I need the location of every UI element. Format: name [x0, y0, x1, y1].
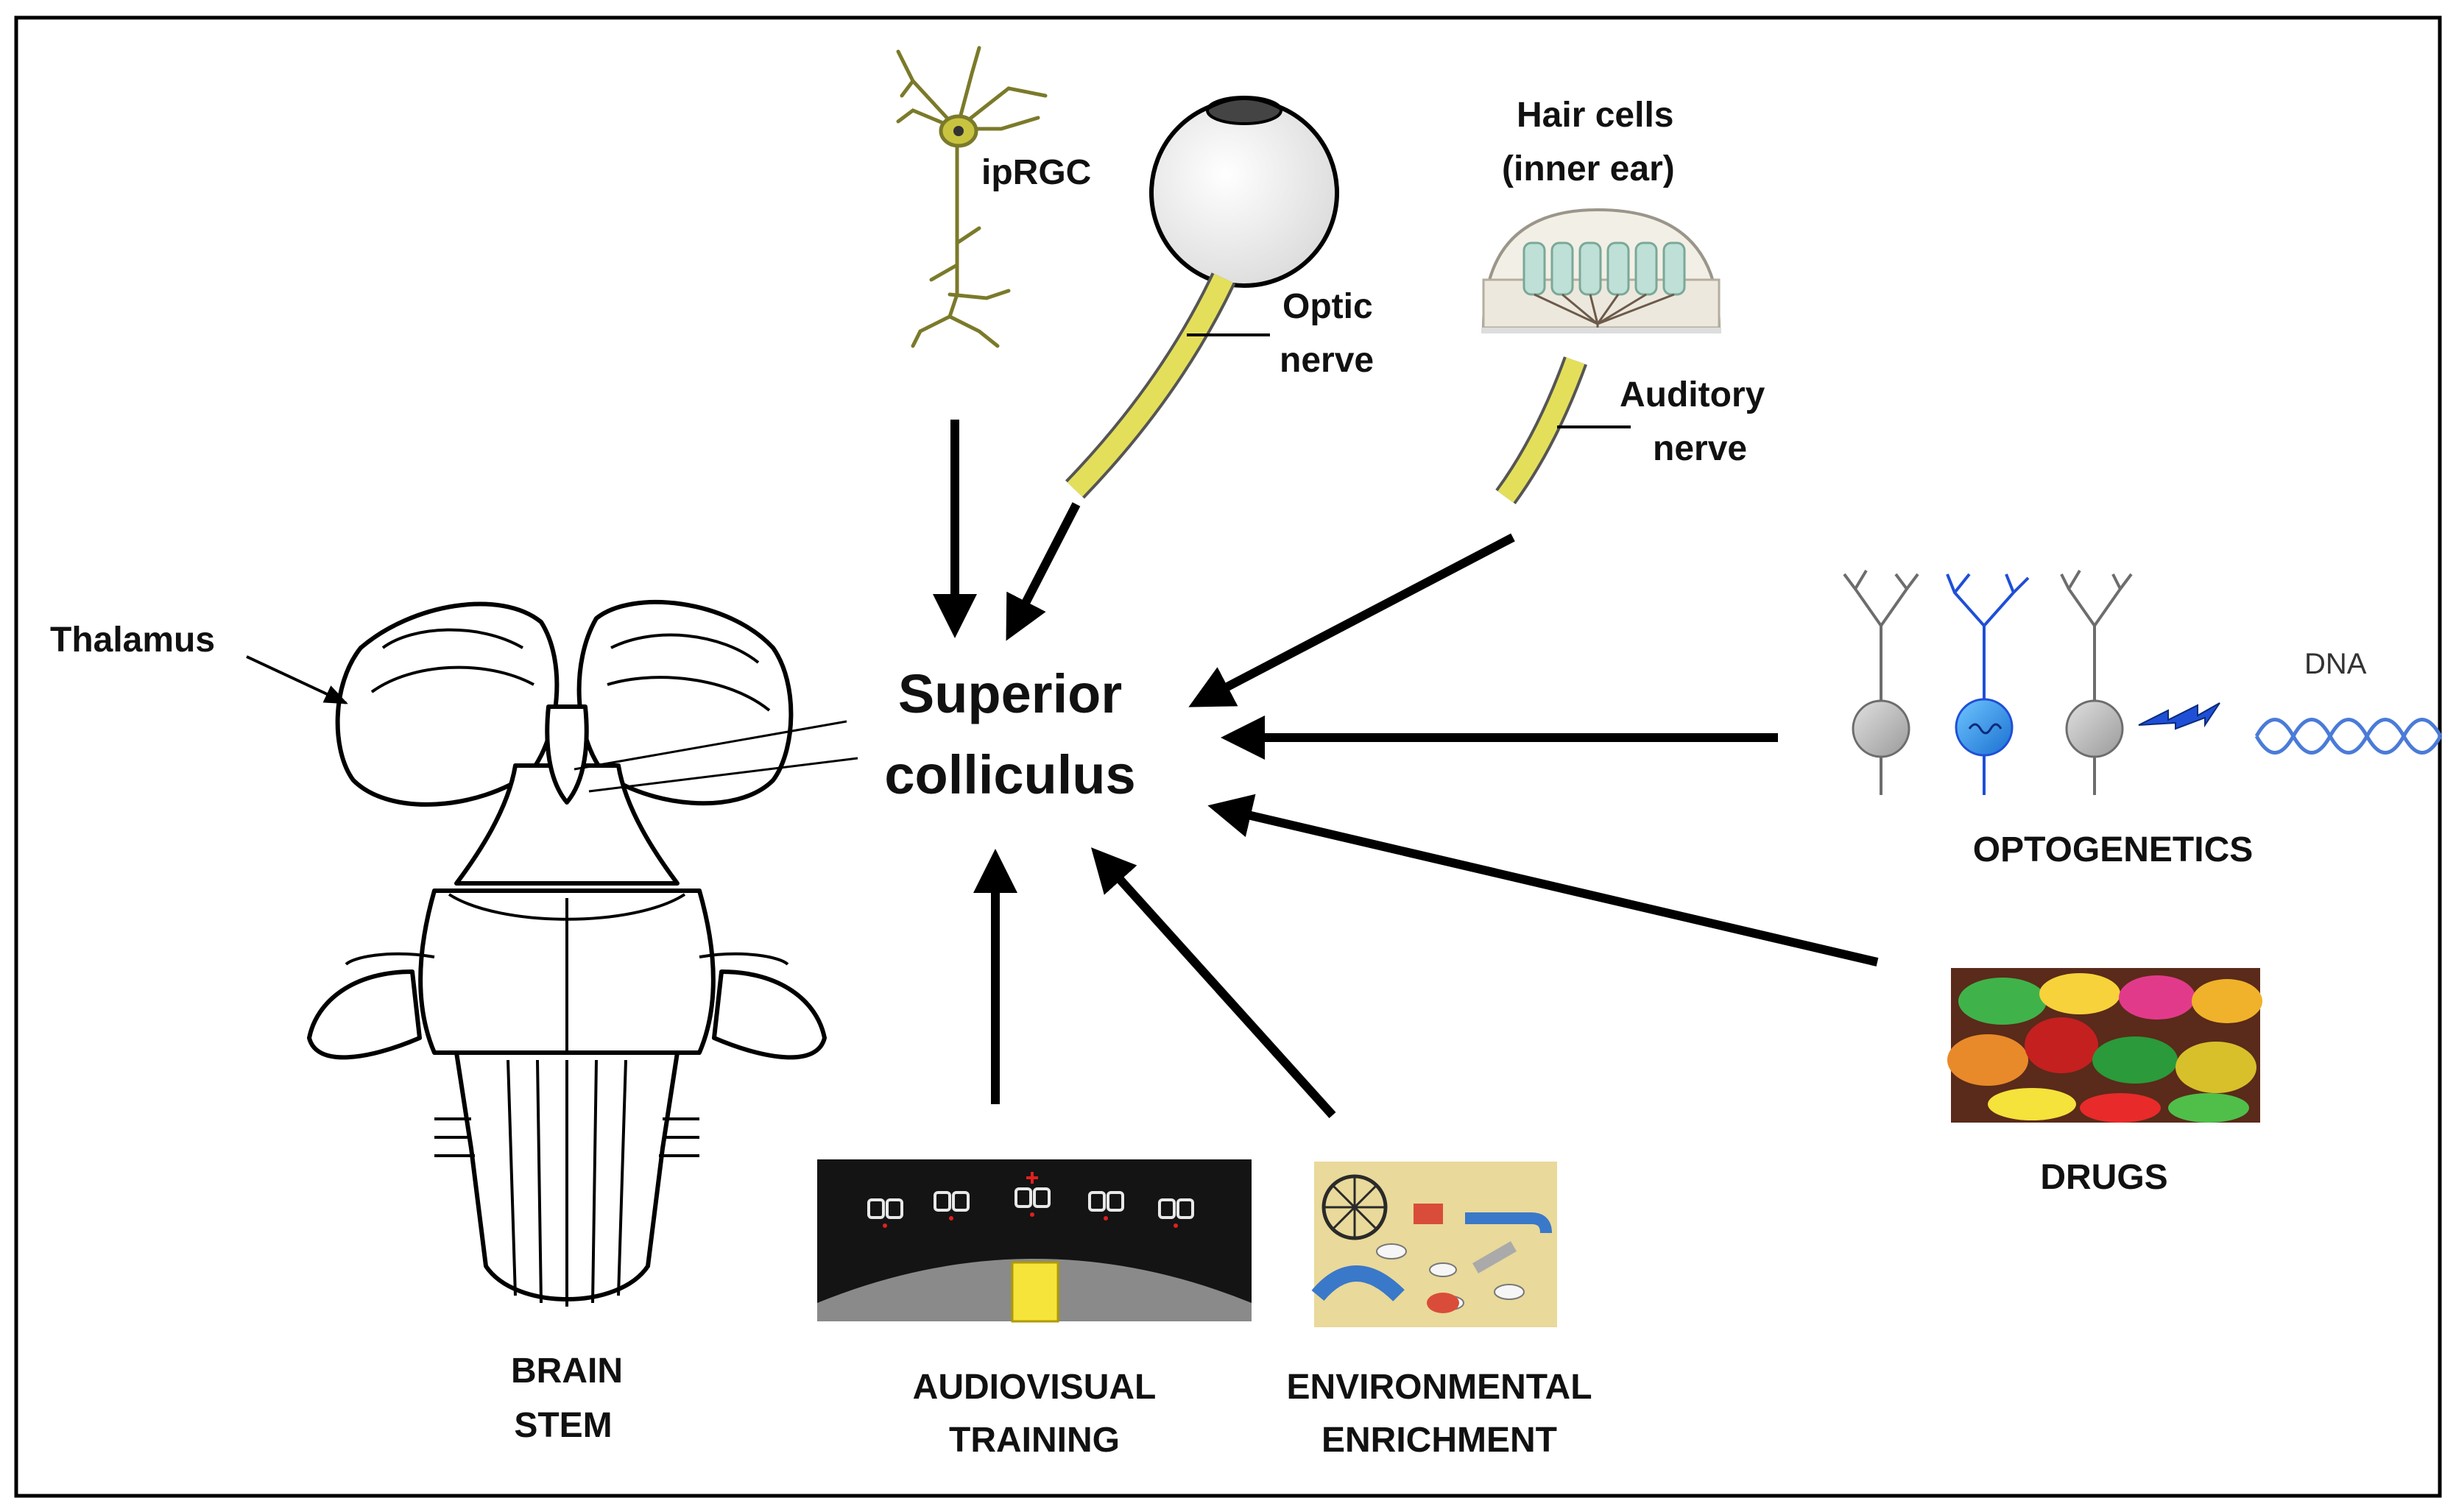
brainstem-label-1: BRAIN: [511, 1352, 623, 1391]
eye-icon: [1149, 96, 1339, 288]
superior-colliculus-label-1: Superior: [898, 663, 1122, 724]
drugs-label: DRUGS: [2040, 1158, 2167, 1197]
dna-label: DNA: [2304, 648, 2367, 680]
iprgc-neuron-icon: [896, 46, 1048, 348]
environmental-enrichment-image: [1311, 1162, 1557, 1327]
outer-frame: [14, 15, 2442, 1498]
superior-colliculus-label-2: colliculus: [884, 744, 1135, 805]
arrow-optic-nerve: [1006, 502, 1081, 641]
auditory-nerve-label-2: nerve: [1653, 429, 1747, 468]
iprgc-label: ipRGC: [981, 153, 1091, 192]
arrow-auditory-nerve: [1188, 533, 1515, 707]
optic-nerve-label-2: nerve: [1280, 341, 1374, 380]
thalamus-pointer: [246, 655, 348, 704]
audiovisual-training-image: [817, 1159, 1252, 1323]
hair-cells-icon: [1481, 208, 1721, 333]
hair-cells-label-1: Hair cells: [1517, 96, 1673, 135]
arrows: [933, 420, 1879, 1119]
hair-cells-label-2: (inner ear): [1502, 149, 1675, 188]
brainstem-label-2: STEM: [514, 1406, 612, 1445]
arrow-enrichment: [1090, 847, 1336, 1119]
audiovisual-label-1: AUDIOVISUAL: [913, 1368, 1157, 1407]
enrichment-label-1: ENVIRONMENTAL: [1286, 1368, 1592, 1407]
thalamus-label: Thalamus: [50, 621, 215, 660]
drugs-image: [1947, 968, 2262, 1123]
audiovisual-label-2: TRAINING: [949, 1421, 1120, 1460]
optic-nerve-label-1: Optic: [1282, 287, 1373, 326]
optogenetics-image: [1843, 569, 2443, 795]
auditory-nerve-label-1: Auditory: [1620, 375, 1765, 414]
optogenetics-label: OPTOGENETICS: [1973, 830, 2254, 869]
brainstem-icon: [307, 599, 858, 1307]
enrichment-label-2: ENRICHMENT: [1321, 1421, 1557, 1460]
arrow-drugs: [1207, 794, 1879, 967]
